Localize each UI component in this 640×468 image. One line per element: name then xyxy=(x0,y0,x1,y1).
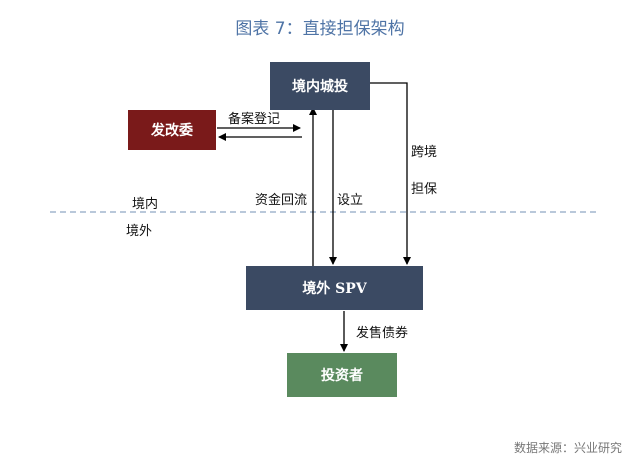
spv-label: 境外 SPV xyxy=(302,281,367,297)
issue-bonds-label: 发售债券 xyxy=(356,326,409,341)
diagram-title: 图表 7：直接担保架构 xyxy=(235,19,405,39)
onshore-region-label: 境内 xyxy=(132,197,159,212)
domestic-entity-label: 境内城投 xyxy=(292,79,348,95)
investor-label: 投资者 xyxy=(321,368,363,384)
filing-label: 备案登记 xyxy=(228,112,281,127)
ndrc-node: 发改委 xyxy=(128,110,216,150)
offshore-region-label: 境外 xyxy=(126,224,153,239)
domestic-entity-node: 境内城投 xyxy=(270,62,370,110)
cross-border-guarantee-arrow xyxy=(370,82,411,265)
spv-node: 境外 SPV xyxy=(246,266,423,310)
cross-border-label: 跨境 xyxy=(411,145,438,160)
guarantee-label: 担保 xyxy=(411,182,438,197)
establish-label: 设立 xyxy=(337,193,364,208)
ndrc-label: 发改委 xyxy=(151,123,193,139)
fund-return-label: 资金回流 xyxy=(255,193,308,208)
source-note: 数据来源：兴业研究 xyxy=(513,441,622,455)
investor-node: 投资者 xyxy=(287,353,397,397)
